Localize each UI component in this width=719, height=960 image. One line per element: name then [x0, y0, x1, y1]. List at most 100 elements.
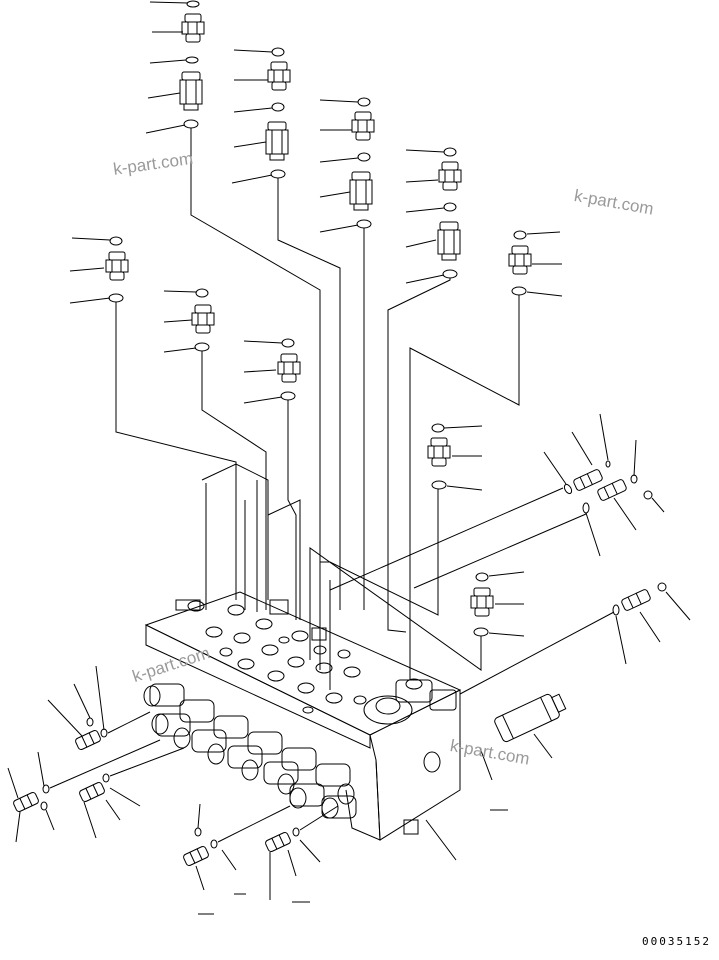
leader-line — [83, 801, 97, 839]
fitting-column-10 — [470, 571, 525, 637]
leader-line — [147, 92, 181, 99]
drawing-number: 00035152 — [642, 935, 711, 948]
route-line — [459, 611, 615, 695]
leader-line — [69, 297, 111, 304]
leader-line — [243, 369, 277, 373]
routing-lines — [115, 128, 615, 695]
leader-line — [571, 431, 593, 466]
route-line — [115, 302, 237, 600]
route-line — [319, 489, 439, 670]
leader-line — [163, 290, 197, 293]
leader-line — [149, 1, 189, 4]
leader-line — [221, 849, 237, 871]
union-fitting — [621, 589, 651, 611]
elbow-fitting — [573, 469, 603, 491]
fitting-column-9 — [427, 423, 483, 491]
leader-line — [526, 291, 563, 297]
elbow-fitting — [265, 831, 291, 853]
o-ring — [563, 483, 573, 495]
o-ring — [86, 717, 94, 727]
o-ring — [40, 801, 48, 811]
leader-line — [95, 665, 105, 731]
route-line — [287, 400, 297, 620]
elbow-fitting — [75, 729, 101, 751]
leader-line — [37, 751, 45, 787]
leader-line — [197, 803, 201, 829]
leader-line — [145, 124, 186, 134]
o-ring — [475, 572, 489, 582]
leader-line — [319, 191, 351, 198]
side-plug — [269, 599, 289, 615]
leader-line — [49, 739, 161, 789]
leader-line — [73, 683, 91, 719]
o-ring — [431, 423, 445, 433]
leader-line — [615, 615, 627, 665]
o-ring — [102, 773, 110, 783]
route-line — [201, 463, 269, 600]
leader-line — [319, 99, 359, 103]
leader-line — [599, 413, 609, 461]
leader-line — [425, 819, 457, 861]
pilot-cover — [363, 678, 457, 725]
side-plug — [175, 599, 201, 611]
adapter-fitting — [265, 121, 289, 161]
o-ring — [357, 97, 371, 107]
leader-line — [585, 512, 601, 557]
control-valve-assembly — [143, 591, 462, 841]
leader-line — [613, 497, 637, 531]
o-ring — [292, 827, 300, 837]
o-ring — [185, 56, 199, 64]
o-ring — [195, 288, 209, 298]
o-ring — [443, 147, 457, 157]
route-line — [413, 513, 587, 589]
leader-line — [526, 231, 561, 235]
o-ring — [210, 839, 218, 849]
valve-front-edge — [145, 624, 371, 749]
elbow-fitting — [79, 781, 105, 803]
route-line — [190, 128, 321, 595]
leader-line — [287, 849, 297, 877]
spool-caps-row-1 — [149, 683, 351, 787]
elbow-fitting — [183, 845, 209, 867]
fitting-column-right — [494, 413, 691, 759]
fitting-column-8 — [243, 338, 301, 404]
leader-line — [446, 485, 483, 491]
side-plug — [311, 627, 327, 641]
valve-end-lower — [345, 759, 381, 841]
o-ring — [100, 728, 108, 738]
o-ring — [42, 784, 50, 794]
o-ring — [582, 502, 590, 514]
leader-line — [163, 319, 193, 323]
o-ring — [194, 342, 210, 352]
o-ring — [280, 391, 296, 401]
leader-line — [405, 239, 437, 248]
leader-line — [69, 267, 105, 272]
leader-line — [163, 347, 197, 353]
leader-line — [243, 340, 283, 344]
leader-line — [405, 207, 445, 213]
leader-line — [533, 733, 553, 759]
leader-line — [109, 747, 185, 777]
leader-line — [405, 274, 445, 284]
leader-line — [479, 747, 493, 781]
union-fitting — [181, 13, 205, 43]
leader-line — [633, 439, 637, 477]
leader-line — [107, 711, 151, 734]
o-ring — [186, 0, 200, 8]
leader-line — [195, 865, 205, 891]
leader-line — [105, 799, 121, 821]
adapter-fitting — [437, 221, 461, 261]
end-port — [423, 751, 441, 773]
o-ring — [271, 47, 285, 57]
leader-line — [71, 237, 111, 241]
adapter-fitting — [349, 171, 373, 211]
o-ring — [356, 219, 372, 229]
drain-plug — [403, 819, 419, 835]
route-line — [277, 178, 341, 610]
o-ring — [643, 490, 653, 500]
o-ring — [108, 293, 124, 303]
leader-line — [233, 49, 273, 53]
union-fitting — [267, 61, 291, 91]
route-line — [267, 499, 301, 620]
